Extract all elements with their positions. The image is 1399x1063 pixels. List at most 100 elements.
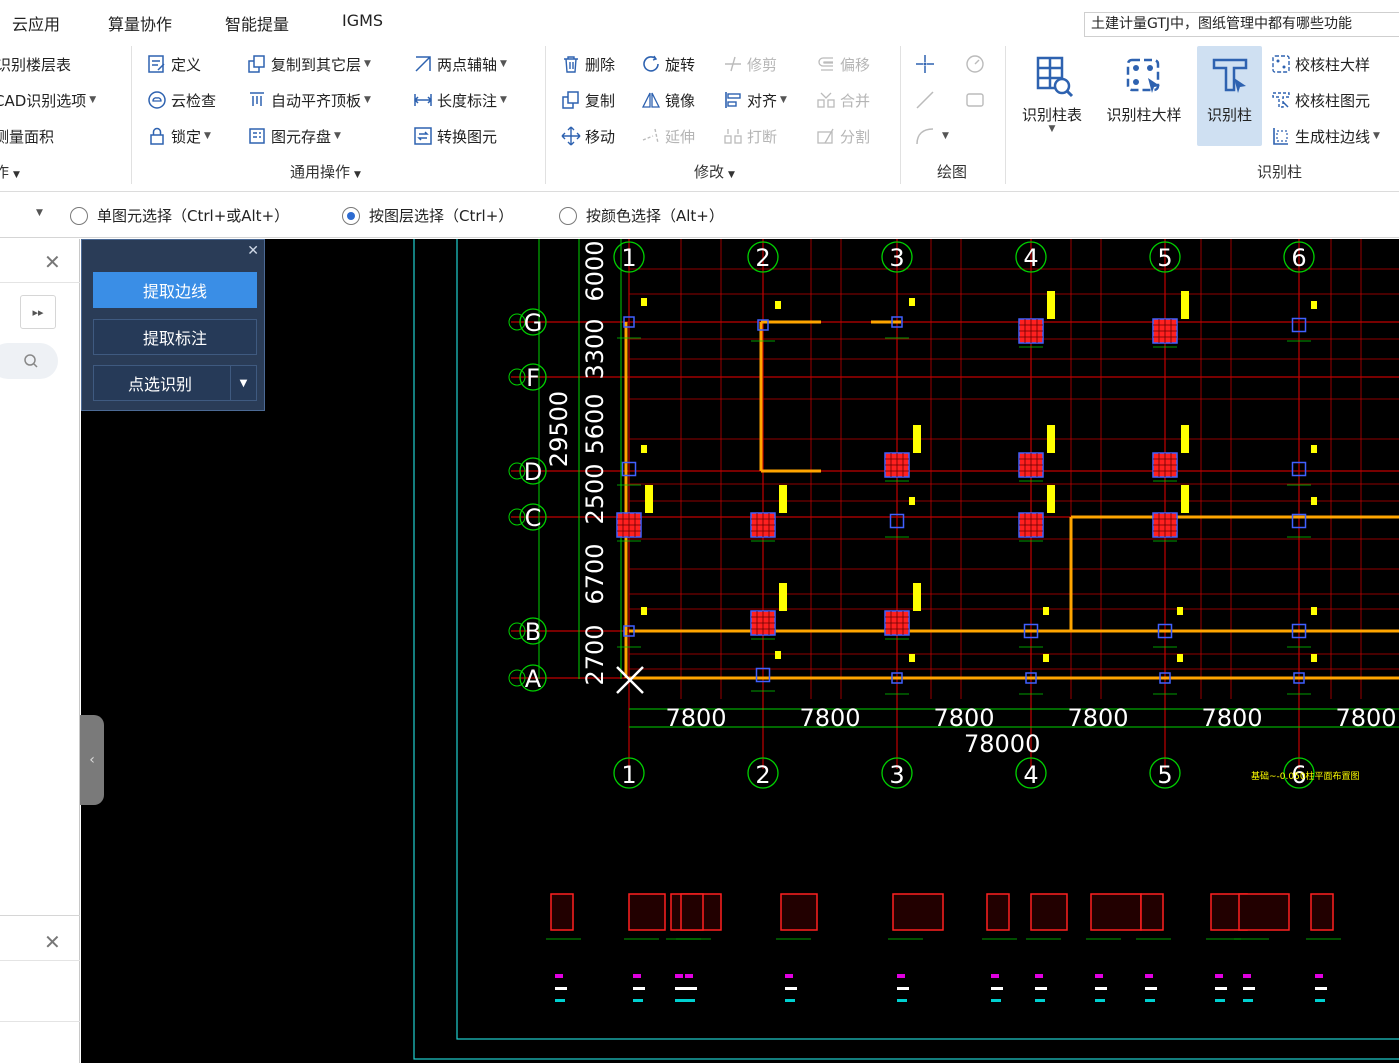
panel-divider <box>0 960 80 961</box>
extract-annotations-button[interactable]: 提取标注 <box>93 319 257 355</box>
extend-button[interactable]: 延伸 <box>640 122 695 150</box>
column-detail-shape <box>986 893 1010 931</box>
point-select-recognize-button[interactable]: 点选识别 ▼ <box>93 365 257 401</box>
radio-by-layer[interactable]: 按图层选择（Ctrl+） <box>342 205 513 226</box>
chevron-down-icon: ▼ <box>364 59 371 69</box>
axis-label-bottom: 1 <box>621 761 636 789</box>
auto-level-top-slab-button[interactable]: 自动平齐顶板▼ <box>246 86 371 114</box>
offset-icon <box>815 53 837 75</box>
save-element-button[interactable]: 图元存盘▼ <box>246 122 341 150</box>
column-detail-shape <box>1090 893 1142 931</box>
expand-button[interactable]: ▸▸ <box>20 295 56 329</box>
mirror-button[interactable]: 镜像 <box>640 86 695 114</box>
trim-button[interactable]: 修剪 <box>722 50 777 78</box>
detail-label-mark <box>991 987 1003 990</box>
arc-icon <box>914 125 936 147</box>
ribbon-divider <box>545 46 546 184</box>
split-button[interactable]: 分割 <box>815 122 870 150</box>
convert-element-button[interactable]: 转换图元 <box>412 122 497 150</box>
column-element <box>891 672 903 684</box>
help-topic-box[interactable]: 土建计量GTJ中，图纸管理中都有哪些功能 <box>1084 12 1399 37</box>
draw-circle-button[interactable] <box>964 50 989 78</box>
close-icon[interactable]: ✕ <box>247 243 259 259</box>
panel-divider <box>0 1021 80 1022</box>
menu-smart-quantity[interactable]: 智能提量 <box>225 15 290 34</box>
axis-bubble-bottom <box>1149 757 1181 789</box>
extract-edge-lines-button[interactable]: 提取边线 <box>93 272 257 308</box>
chevron-down-icon[interactable]: ▼ <box>36 208 43 218</box>
draw-line-button[interactable] <box>914 86 939 114</box>
lock-button[interactable]: 锁定▼ <box>146 122 211 150</box>
axis-bubble-row-small <box>508 622 526 640</box>
offset-button[interactable]: 偏移 <box>815 50 870 78</box>
measure-area-button[interactable]: 测量面积 <box>0 127 55 146</box>
recognize-column-detail-button[interactable]: 识别柱大样 <box>1096 46 1192 146</box>
chevron-down-icon[interactable]: ▼ <box>230 366 256 400</box>
axis-bubble-row <box>519 363 547 391</box>
draw-arc-button[interactable]: ▼ <box>914 122 949 150</box>
cloud-check-button[interactable]: 云检查 <box>146 86 216 114</box>
move-button[interactable]: 移动 <box>560 122 615 150</box>
column-element <box>623 625 635 637</box>
menu-collaboration[interactable]: 算量协作 <box>108 15 173 34</box>
column-annotation-mark <box>779 583 787 611</box>
delete-icon <box>560 53 582 75</box>
group-label-general: 通用操作▼ <box>290 163 361 181</box>
column-detail-shape <box>628 893 666 931</box>
recognize-column-button[interactable]: 识别柱 <box>1197 46 1262 146</box>
search-input[interactable] <box>0 343 58 379</box>
copy-to-layer-button[interactable]: 复制到其它层▼ <box>246 50 371 78</box>
length-dimension-button[interactable]: 长度标注▼ <box>412 86 507 114</box>
total-vertical-dimension: 29500 <box>545 391 573 467</box>
split-icon <box>815 125 837 147</box>
column-detail-shape <box>550 893 574 931</box>
define-button[interactable]: 定义 <box>146 50 201 78</box>
draw-point-button[interactable] <box>914 50 939 78</box>
axis-bubble-top <box>1015 241 1047 273</box>
cad-recognition-options-button[interactable]: CAD识别选项▼ <box>0 91 97 110</box>
axis-label-bottom: 5 <box>1157 761 1172 789</box>
draw-rectangle-button[interactable] <box>964 86 989 114</box>
menu-bar: 云应用 算量协作 智能提量 IGMS 土建计量GTJ中，图纸管理中都有哪些功能 <box>0 0 1399 44</box>
detail-label-mark <box>785 974 793 978</box>
detail-label-mark <box>1315 999 1325 1002</box>
panel-divider <box>0 915 80 916</box>
bay-dimension-text: 7800 <box>933 704 994 732</box>
collapse-panel-button[interactable]: ‹ <box>80 715 104 805</box>
break-button[interactable]: 打断 <box>722 122 777 150</box>
detail-label-mark <box>897 974 905 978</box>
recognize-floor-table-button[interactable]: 识别楼层表 <box>0 55 72 74</box>
radio-single-element[interactable]: 单图元选择（Ctrl+或Alt+） <box>70 205 289 226</box>
check-column-detail-button[interactable]: 校核柱大样 <box>1270 50 1370 78</box>
close-icon[interactable]: ✕ <box>44 930 61 954</box>
delete-button[interactable]: 删除 <box>560 50 615 78</box>
chevron-down-icon: ▼ <box>354 170 361 180</box>
merge-button[interactable]: 合并 <box>815 86 870 114</box>
generate-column-edge-button[interactable]: 生成柱边线▼ <box>1270 122 1380 150</box>
check-column-element-button[interactable]: 校核柱图元 <box>1270 86 1370 114</box>
menu-igms[interactable]: IGMS <box>342 11 384 30</box>
rotate-button[interactable]: 旋转 <box>640 50 695 78</box>
recognize-column-table-button[interactable]: 识别柱表 ▼ <box>1012 46 1092 146</box>
two-point-axis-button[interactable]: 两点辅轴▼ <box>412 50 507 78</box>
column-annotation-mark <box>1181 485 1189 513</box>
chevron-down-icon: ▼ <box>89 95 97 105</box>
detail-label-mark <box>633 987 645 990</box>
detail-label-mark <box>685 987 697 990</box>
align-button[interactable]: 对齐▼ <box>722 86 787 114</box>
detail-label-mark <box>675 974 683 978</box>
length-dimension-icon <box>412 89 434 111</box>
chevron-down-icon: ▼ <box>1048 124 1056 134</box>
menu-cloud-apps[interactable]: 云应用 <box>12 15 61 34</box>
column-annotation-mark <box>641 445 647 453</box>
radio-by-color[interactable]: 按颜色选择（Alt+） <box>559 205 724 226</box>
axis-bubble-row-small <box>508 368 526 386</box>
axis-label-row: F <box>526 364 540 392</box>
axis-label-row: G <box>524 309 543 337</box>
close-icon[interactable]: ✕ <box>44 250 61 274</box>
copy-icon <box>560 89 582 111</box>
column-element <box>1023 623 1039 639</box>
copy-button[interactable]: 复制 <box>560 86 615 114</box>
